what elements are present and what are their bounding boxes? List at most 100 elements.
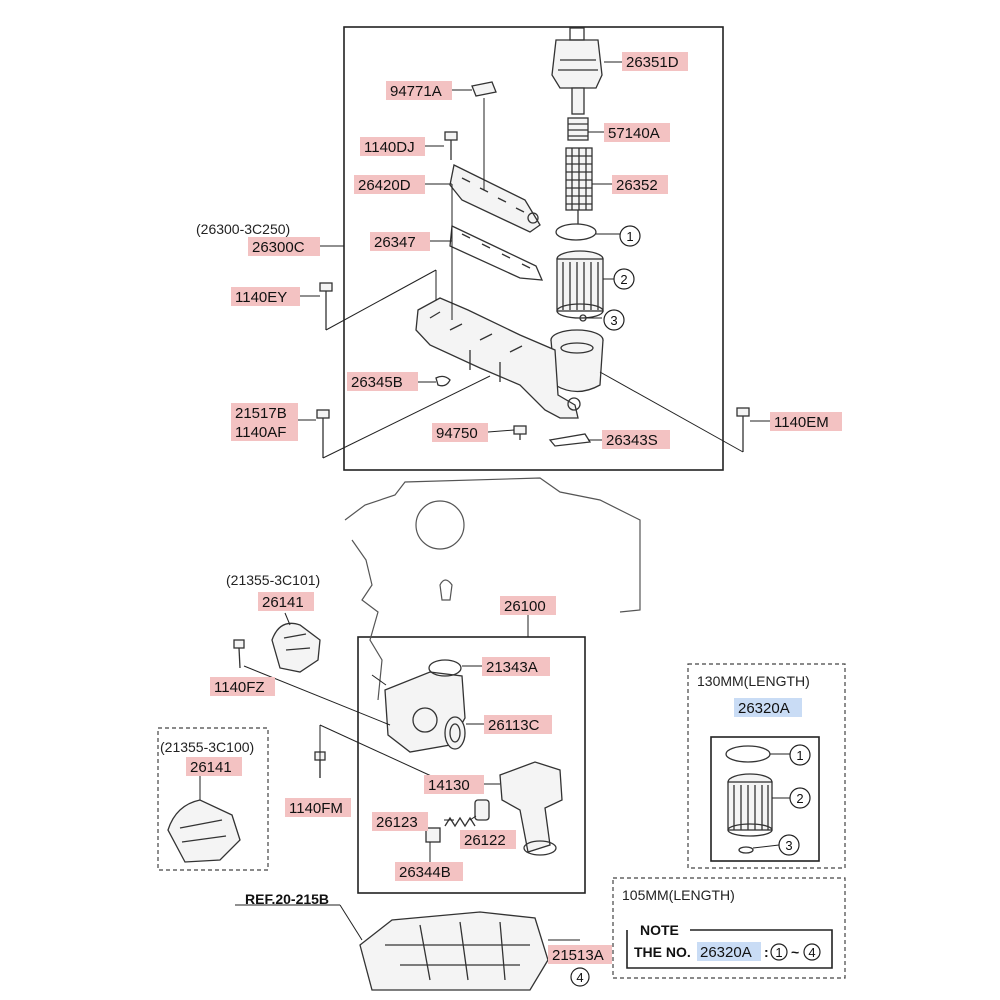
svg-text:1140FM: 1140FM — [289, 800, 343, 817]
label-1140EM[interactable]: 1140EM — [770, 412, 842, 431]
svg-text:26123: 26123 — [376, 814, 418, 831]
svg-text:2: 2 — [620, 272, 627, 287]
callout-3: 3 — [603, 309, 625, 331]
kit-leaders — [752, 753, 790, 849]
oil-pan-part — [235, 904, 580, 991]
filter-element-part — [565, 117, 593, 224]
svg-text:3: 3 — [610, 313, 617, 328]
svg-text:26320A: 26320A — [738, 700, 790, 717]
svg-text:14130: 14130 — [428, 777, 470, 794]
callout-1: 1 — [619, 225, 641, 247]
label-26122[interactable]: 26122 — [460, 830, 516, 849]
filter-kit-inner-box — [710, 736, 820, 862]
label-21513A[interactable]: 21513A — [548, 945, 612, 964]
ref-21355-3c101: (21355-3C101) — [226, 572, 320, 588]
length-105mm: 105MM(LENGTH) — [622, 887, 735, 903]
svg-text:57140A: 57140A — [608, 125, 660, 142]
label-1140FM[interactable]: 1140FM — [285, 798, 351, 817]
note-callout-4: 4 — [808, 945, 815, 960]
filter-130mm-box — [687, 663, 846, 869]
label-94750[interactable]: 94750 — [432, 423, 488, 442]
label-26141-lower[interactable]: 26141 — [186, 757, 242, 776]
svg-text:1140FZ: 1140FZ — [214, 679, 265, 696]
label-26347[interactable]: 26347 — [370, 232, 430, 251]
label-26141-upper[interactable]: 26141 — [258, 592, 314, 611]
label-21343A[interactable]: 21343A — [482, 657, 550, 676]
label-57140A[interactable]: 57140A — [604, 123, 670, 142]
svg-text:3: 3 — [785, 838, 792, 853]
note-box: NOTE THE NO. 26320A : 1 ~ 4 — [626, 922, 833, 969]
svg-text:26344B: 26344B — [399, 864, 451, 881]
label-26344B[interactable]: 26344B — [395, 862, 463, 881]
svg-text:1: 1 — [626, 229, 633, 244]
svg-text:1140DJ: 1140DJ — [364, 139, 415, 156]
oil-cooler-part — [449, 164, 541, 233]
spring-26123 — [444, 816, 476, 828]
label-26320A[interactable]: 26320A — [734, 698, 802, 717]
oil-pump-assembly-box — [357, 636, 586, 894]
bolt-94750 — [513, 425, 527, 440]
label-26343S[interactable]: 26343S — [602, 430, 670, 449]
bolt-1140fz — [233, 639, 245, 669]
filter-housing-part — [550, 329, 604, 393]
upper-leaders — [298, 61, 770, 459]
svg-text:21513A: 21513A — [552, 947, 604, 964]
gasket-26343s — [548, 433, 592, 447]
ref-26300-3c250: (26300-3C250) — [196, 221, 290, 237]
label-21517B[interactable]: 21517B — [231, 403, 298, 422]
filter-105mm-box — [612, 877, 846, 979]
svg-text:94750: 94750 — [436, 425, 478, 442]
label-26123[interactable]: 26123 — [372, 812, 428, 831]
svg-text:26352: 26352 — [616, 177, 658, 194]
o-ring-1 — [555, 223, 597, 241]
note-callout-1: 1 — [775, 945, 782, 960]
engine-block-outline — [344, 477, 641, 701]
kit-o-ring-1 — [725, 745, 771, 763]
bolt-1140ey — [319, 282, 333, 330]
note-part-number[interactable]: 26320A — [700, 944, 752, 961]
label-26420D[interactable]: 26420D — [354, 175, 425, 194]
svg-text:2: 2 — [796, 791, 803, 806]
label-26352[interactable]: 26352 — [612, 175, 668, 194]
svg-text:26300C: 26300C — [252, 239, 305, 256]
label-1140DJ[interactable]: 1140DJ — [360, 137, 425, 156]
label-94771A[interactable]: 94771A — [386, 81, 452, 100]
label-26113C[interactable]: 26113C — [484, 715, 552, 734]
kit-small-ring-3 — [738, 846, 754, 854]
kit-cartridge-2 — [727, 773, 773, 837]
ref-oil-pan[interactable]: REF.20-215B — [245, 891, 329, 907]
svg-text:26141: 26141 — [190, 759, 232, 776]
label-26300C[interactable]: 26300C — [248, 237, 320, 256]
filter-cap-part — [551, 27, 603, 115]
label-14130[interactable]: 14130 — [424, 775, 484, 794]
oil-strainer-part — [499, 761, 563, 856]
svg-text:26122: 26122 — [464, 832, 506, 849]
bolt-1140dj — [444, 131, 458, 160]
label-1140EY[interactable]: 1140EY — [231, 287, 300, 306]
kit-callout-2: 2 — [789, 787, 811, 809]
svg-text:1140EY: 1140EY — [235, 289, 287, 306]
label-26351D[interactable]: 26351D — [622, 52, 688, 71]
bolt-1140em — [736, 407, 750, 452]
svg-text:1140AF: 1140AF — [235, 424, 286, 441]
callout-4-pan: 4 — [570, 967, 590, 987]
label-1140FZ[interactable]: 1140FZ — [210, 677, 275, 696]
oil-pump-cover-26141 — [271, 622, 321, 673]
plunger-26122 — [474, 799, 490, 821]
svg-text:26345B: 26345B — [351, 374, 403, 391]
svg-text:21343A: 21343A — [486, 659, 538, 676]
clip-94771a — [471, 81, 497, 97]
label-1140AF[interactable]: 1140AF — [231, 422, 298, 441]
kit-callout-3: 3 — [778, 834, 800, 856]
label-26100[interactable]: 26100 — [500, 596, 556, 615]
svg-text:1140EM: 1140EM — [774, 414, 829, 431]
svg-text:26351D: 26351D — [626, 54, 679, 71]
label-26345B[interactable]: 26345B — [347, 372, 418, 391]
svg-text:26347: 26347 — [374, 234, 416, 251]
svg-text:26100: 26100 — [504, 598, 546, 615]
svg-text:26113C: 26113C — [488, 717, 540, 734]
note-separator: : — [764, 944, 769, 960]
bolt-21517b — [316, 409, 330, 458]
gasket-part — [449, 225, 544, 281]
